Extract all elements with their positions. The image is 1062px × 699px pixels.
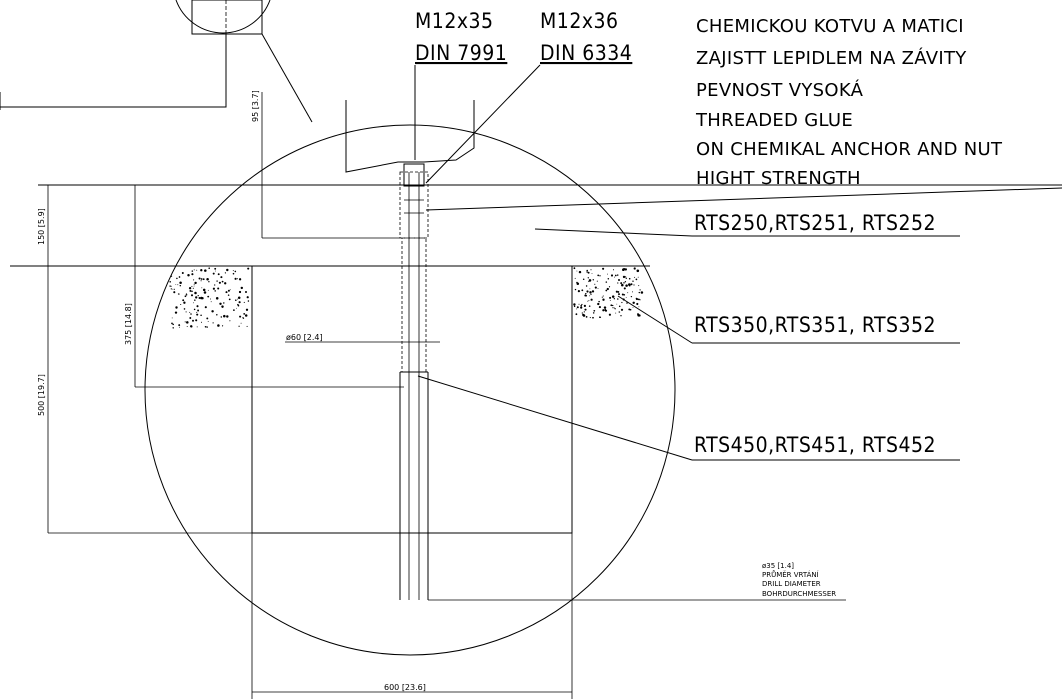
bolt2-standard: DIN 6334 [540,41,632,65]
callout-rts450: RTS450,RTS451, RTS452 [694,433,936,457]
note-line-5: ON CHEMIKAL ANCHOR AND NUT [696,139,1003,160]
dim-600: 600 [23.6] [384,683,426,692]
note-line-1: CHEMICKOU KOTVU A MATICI [696,16,964,37]
drill-label-de: BOHRDURCHMESSER [762,590,836,598]
drill-diameter: ø35 [1.4] [762,562,794,570]
ground-hatch-left [169,267,250,329]
bolt1-size: M12x35 [415,9,494,33]
dim-375: 375 [14.8] [124,303,133,345]
drill-label-en: DRILL DIAMETER [762,580,821,588]
dim-500: 500 [19.7] [37,374,46,416]
bolt1-standard: DIN 7991 [415,41,507,65]
dim-95: 95 [3.7] [251,90,260,122]
note-line-6: HIGHT STRENGTH [696,168,861,189]
detail-view [0,0,313,123]
callout-rts250: RTS250,RTS251, RTS252 [694,211,936,235]
dim-150: 150 [5.9] [37,208,46,245]
callout-rts350: RTS350,RTS351, RTS352 [694,313,936,337]
foundation-block [251,265,573,534]
anchor-bolt [399,163,429,600]
drill-label-cz: PRŮMĚR VRTÁNÍ [762,570,819,579]
bracket [345,100,475,173]
detail-circle [144,124,676,656]
leader-lines [414,64,1062,461]
ground-hatch-right [573,267,644,319]
dimension-lines [47,92,846,699]
drill-note: ø35 [1.4] PRŮMĚR VRTÁNÍ DRILL DIAMETER B… [762,562,836,598]
note-line-4: THREADED GLUE [695,110,853,131]
note-line-2: ZAJISTT LEPIDLEM NA ZÁVITY [696,47,967,69]
bolt2-size: M12x36 [540,9,619,33]
note-line-3: PEVNOST VYSOKÁ [696,79,864,101]
dim-60: ø60 [2.4] [286,333,323,342]
glue-note: CHEMICKOU KOTVU A MATICI ZAJISTT LEPIDLE… [695,16,1003,189]
